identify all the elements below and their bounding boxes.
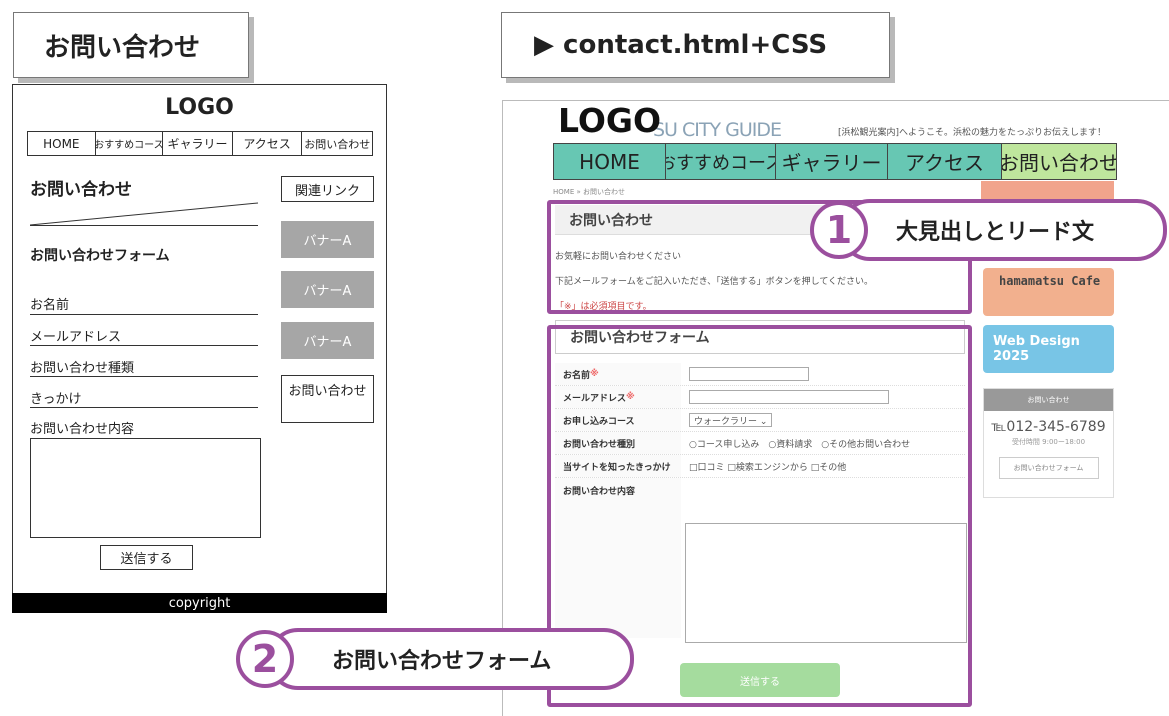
welcome-text: [浜松観光案内]へようこそ。浜松の魅力をたっぷりお伝えします！ [838,128,1107,138]
wf-form-heading: お問い合わせフォーム [30,248,170,264]
wf-page-title: お問い合わせ [30,180,132,200]
row-label-type: お問い合わせ種別 [555,432,681,454]
wf-heading-graphic [30,202,259,226]
wf-line [30,407,258,408]
wireframe: LOGO HOME おすすめコース ギャラリー アクセス お問い合わせ お問い合… [12,84,387,613]
wf-logo: LOGO [165,95,234,120]
wf-divider [30,225,258,226]
wf-banner-2[interactable]: バナーA [281,271,374,308]
row-label: お名前※ [555,363,681,385]
table-row: メールアドレス※ [555,386,965,409]
form-table: お名前※ メールアドレス※ お申し込みコース ウォークラリー ⌄ お問い合わせ種… [555,363,965,638]
send-button[interactable]: 送信する [680,663,840,697]
wf-nav-gallery[interactable]: ギャラリー [163,132,233,155]
site-logo: LOGO [558,101,662,140]
wf-related-link[interactable]: 関連リンク [281,176,374,202]
table-row: 当サイトを知ったきっかけ □口コミ □検索エンジンから □その他 [555,455,965,478]
side-contact-box: お問い合わせ ℡012-345-6789 受付時間 9:00ー18:00 お問い… [983,388,1114,498]
callout-1: 大見出しとリード文 [840,199,1167,261]
wf-submit-button[interactable]: 送信する [100,545,193,570]
course-select[interactable]: ウォークラリー ⌄ [689,413,773,427]
nav-access[interactable]: アクセス [888,144,1002,179]
nav-contact[interactable]: お問い合わせ [1002,144,1116,179]
file-tag: ▶ contact.html+CSS [501,12,890,78]
row-value [681,390,965,404]
table-row: お問い合わせ種別 ○コース申し込み ○資料請求 ○その他お問い合わせ [555,432,965,455]
callout-2: お問い合わせフォーム [268,628,634,690]
wf-banner-1[interactable]: バナーA [281,221,374,258]
wf-footer: copyright [12,593,387,613]
table-row: お名前※ [555,363,965,386]
opening-hours: 受付時間 9:00ー18:00 [1011,438,1086,446]
wf-line [30,314,258,315]
wf-nav-course[interactable]: おすすめコース [96,132,164,155]
cafe-banner[interactable]: hamamatsu Cafe [983,268,1114,316]
wf-contact-box[interactable]: お問い合わせ [281,375,374,423]
wf-field-source: きっかけ [30,392,82,407]
type-radios[interactable]: ○コース申し込み ○資料請求 ○その他お問い合わせ [689,439,911,450]
required-mark: ※ [626,392,635,402]
nav-home[interactable]: HOME [554,144,666,179]
table-row: お申し込みコース ウォークラリー ⌄ [555,409,965,432]
site-name: SU CITY GUIDE [653,119,782,141]
form-title: お問い合わせフォーム [555,320,965,354]
lead-2: 下記メールフォームをご記入いただき、「送信する」ボタンを押してください。 [555,277,874,287]
content-textarea[interactable] [685,523,967,643]
highlight-form [547,325,972,707]
row-value: ウォークラリー ⌄ [681,413,965,427]
required-mark: ※ [590,369,599,379]
wf-textarea[interactable] [30,438,261,538]
wf-nav-contact[interactable]: お問い合わせ [304,137,371,151]
webdesign-banner[interactable]: Web Design 2025 [983,325,1114,373]
lead-1: お気軽にお問い合わせください [555,252,682,262]
name-input[interactable] [689,367,809,381]
wf-banner-3[interactable]: バナーA [281,322,374,359]
callout-2-number: 2 [236,630,294,688]
tel-number: ℡012-345-6789 [991,419,1106,435]
row-label-name: お名前 [563,370,591,381]
row-label-email: メールアドレス [563,393,627,404]
nav-course[interactable]: おすすめコース [666,144,776,179]
source-checkboxes[interactable]: □口コミ □検索エンジンから □その他 [689,462,847,473]
wf-field-email: メールアドレス [30,330,122,345]
wf-field-name: お名前 [30,298,70,313]
breadcrumb[interactable]: HOME » お問い合わせ [553,188,625,196]
wf-field-content: お問い合わせ内容 [30,422,135,437]
lead-3: 「※」は必須項目です。 [555,302,652,312]
row-value [681,367,965,381]
callout-1-number: 1 [810,201,868,259]
wf-field-type: お問い合わせ種類 [30,361,135,376]
nav-gallery[interactable]: ギャラリー [776,144,888,179]
wf-nav-home[interactable]: HOME [28,132,96,155]
row-label-course: お申し込みコース [555,409,681,431]
row-label-source: 当サイトを知ったきっかけ [555,455,681,477]
wf-nav: HOME おすすめコース ギャラリー アクセス お問い合わせ [27,131,373,156]
wf-line [30,376,258,377]
contact-form-button[interactable]: お問い合わせフォーム [998,457,1099,479]
site-nav: HOME おすすめコース ギャラリー アクセス お問い合わせ [553,143,1117,180]
wf-line [30,345,258,346]
contact-header: お問い合わせ [984,389,1113,411]
email-input[interactable] [689,390,889,404]
row-label-content: お問い合わせ内容 [555,478,681,638]
wireframe-tag: お問い合わせ [13,12,249,78]
wf-nav-access[interactable]: アクセス [233,132,303,155]
side-link-bar[interactable] [981,181,1114,203]
table-row: お問い合わせ内容 [555,478,965,638]
row-label: メールアドレス※ [555,386,681,408]
